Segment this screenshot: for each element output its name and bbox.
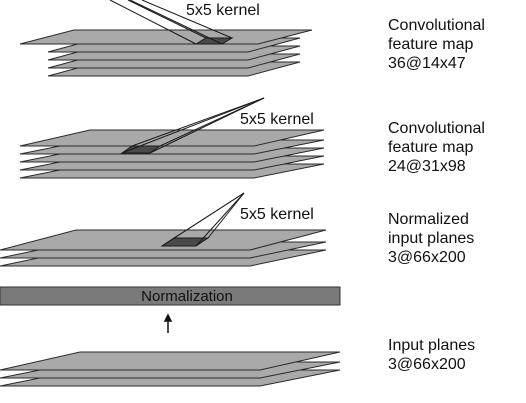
layer-label-line: input planes bbox=[388, 230, 475, 247]
kernel-label-top: 5x5 kernel bbox=[186, 2, 260, 19]
kernel-ray bbox=[195, 192, 245, 247]
layer-label-conv1: Convolutional feature map 24@31x98 bbox=[388, 119, 485, 176]
kernel-ray bbox=[207, 192, 245, 239]
normalized-planes-stack bbox=[0, 192, 327, 267]
kernel-ray bbox=[131, 97, 265, 147]
layer-label-line: 3@66x200 bbox=[388, 249, 466, 266]
feature-map-stack-top bbox=[19, 0, 313, 77]
layer-label-conv2: Convolutional feature map 36@14x47 bbox=[388, 16, 485, 73]
layer-label-line: Convolutional bbox=[388, 120, 485, 137]
kernel-ray bbox=[141, 0, 233, 39]
up-arrow-icon bbox=[163, 313, 173, 333]
kernel-ray bbox=[121, 97, 265, 154]
plane bbox=[19, 129, 325, 147]
normalization-bar bbox=[0, 286, 341, 306]
kernel-ray bbox=[109, 0, 197, 45]
layer-label-line: 3@66x200 bbox=[388, 356, 466, 373]
kernel-ray bbox=[127, 0, 207, 39]
layer-label-line: feature map bbox=[388, 139, 474, 156]
layer-label-line: 36@14x47 bbox=[388, 55, 466, 72]
layer-label-line: feature map bbox=[388, 36, 474, 53]
layer-label-input: Input planes 3@66x200 bbox=[388, 336, 475, 374]
plane bbox=[19, 29, 313, 45]
layer-label-line: Convolutional bbox=[388, 17, 485, 34]
normalization-label: Normalization bbox=[141, 288, 233, 305]
kernel-ray bbox=[173, 192, 245, 239]
kernel-ray bbox=[129, 0, 223, 45]
layer-label-line: Input planes bbox=[388, 337, 476, 354]
kernel-label-middle: 5x5 kernel bbox=[240, 111, 314, 128]
feature-map-stack-middle bbox=[19, 97, 325, 179]
plane bbox=[0, 229, 327, 251]
kernel-label-bottom: 5x5 kernel bbox=[240, 206, 314, 223]
layer-label-line: Normalized bbox=[388, 211, 469, 228]
layer-label-normalized: Normalized input planes 3@66x200 bbox=[388, 210, 474, 267]
kernel-ray bbox=[149, 97, 265, 154]
plane bbox=[0, 351, 341, 371]
layer-label-line: 24@31x98 bbox=[388, 158, 466, 175]
input-planes-stack bbox=[0, 351, 341, 387]
